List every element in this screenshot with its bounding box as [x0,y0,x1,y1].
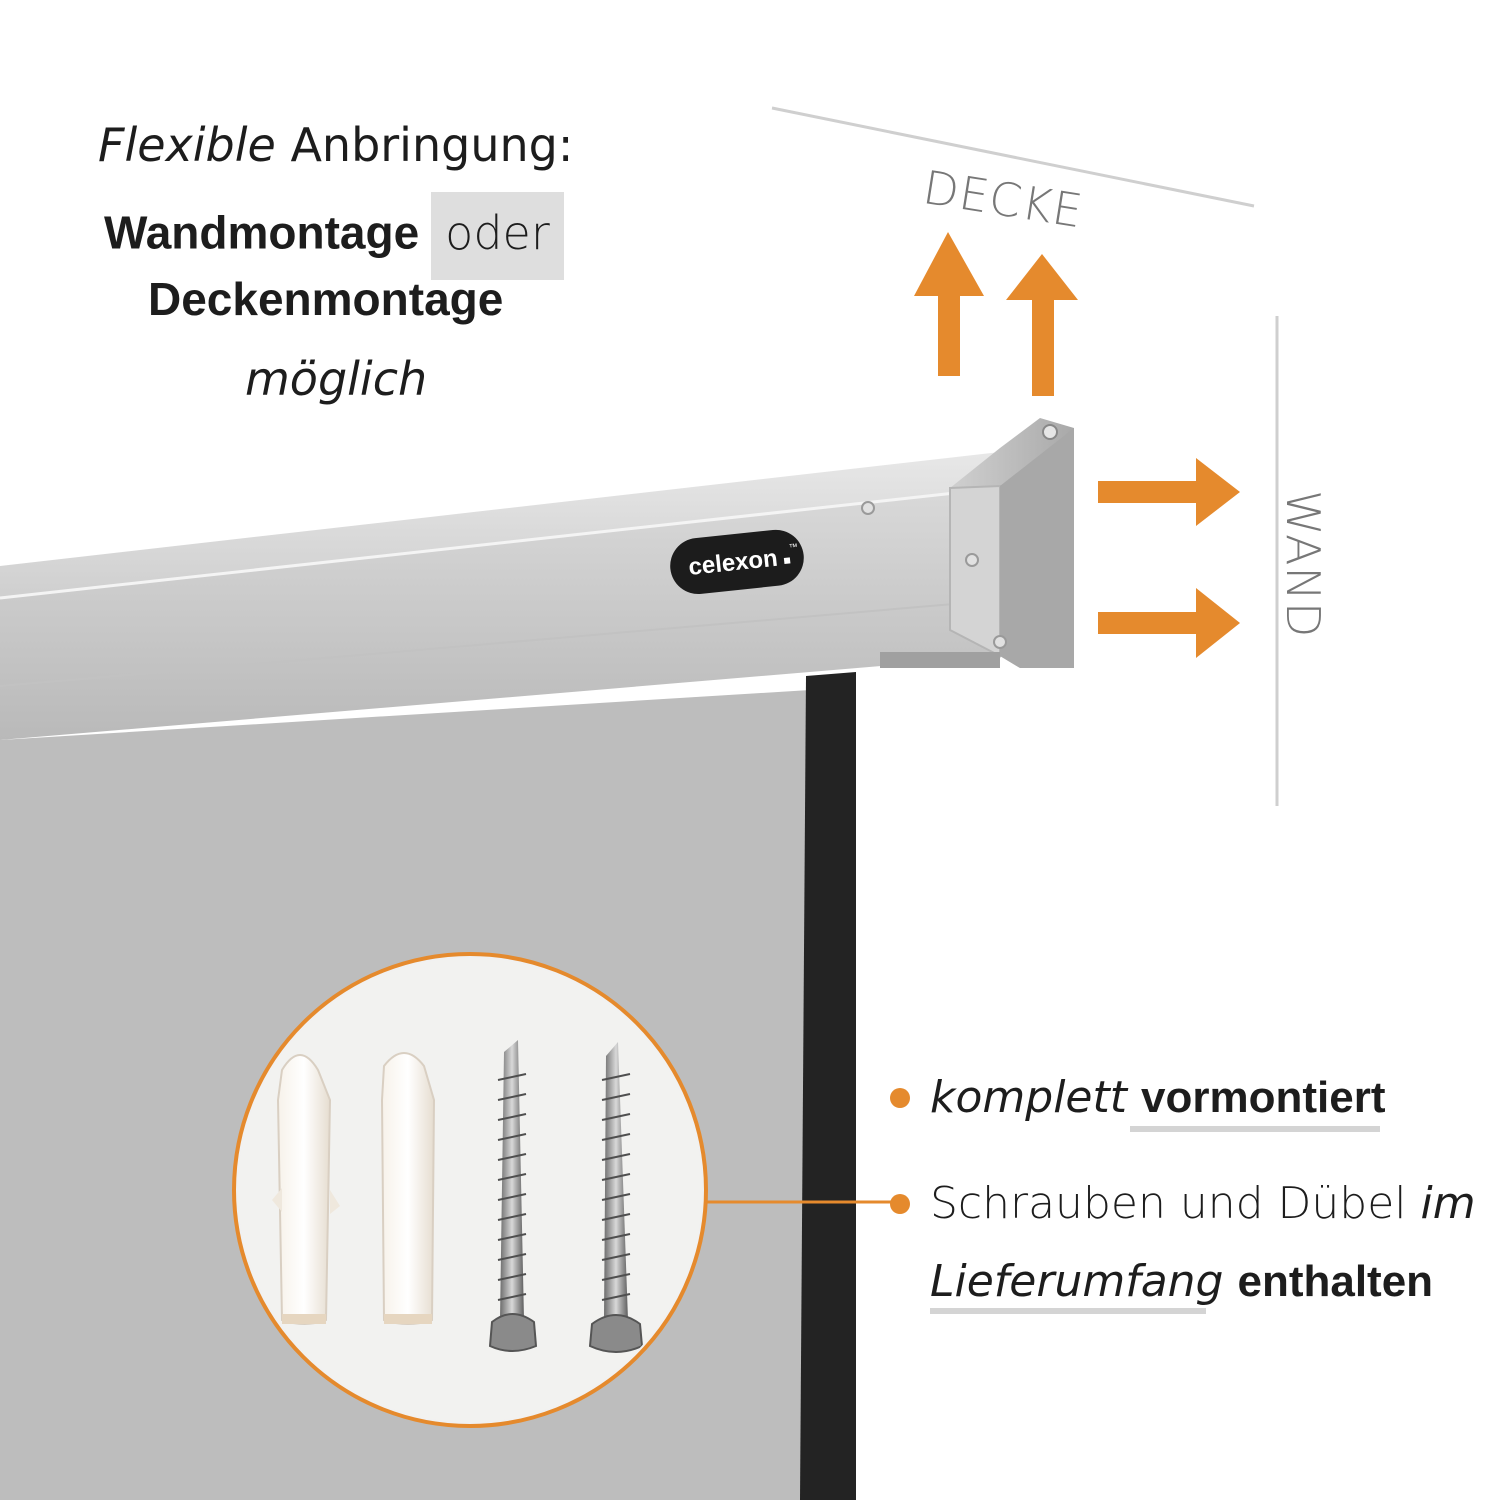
feature-2-italic-b: Lieferumfang [930,1256,1224,1307]
wall-label: WAND [1276,490,1330,639]
arrow-up-icon [914,232,984,376]
bullet-icon [890,1194,910,1214]
feature-screws-line-2: Lieferumfang enthalten [930,1256,1433,1307]
bullet-icon [890,1088,910,1108]
headline-deckenmontage: Deckenmontage [148,273,504,325]
feature-2-regular: Schrauben und Dübel [930,1178,1407,1229]
arrow-right-icon [1098,588,1240,658]
feature-1-bold: vormontiert [1141,1073,1386,1122]
feature-2-underline [930,1308,1206,1314]
feature-2-bold: enthalten [1237,1257,1434,1306]
arrow-up-icon [1006,254,1078,396]
screw-icon [488,1040,538,1352]
screen-black-border [800,672,856,1500]
headline-oder: oder [431,192,564,280]
ceiling-guide-line [771,106,1255,208]
headline-flexible: Flexible [98,118,276,172]
headline-moeglich: möglich [245,352,428,406]
headline-line-1: Flexible Anbringung: [98,118,573,172]
screw-icon [588,1042,644,1353]
feature-screws-line-1: Schrauben und Dübel im [930,1178,1476,1229]
headline-anbringung: Anbringung: [290,118,574,172]
wall-plug-icon [380,1052,436,1325]
wall-plug-icon [272,1054,340,1325]
feature-preassembled: komplett vormontiert [930,1072,1385,1123]
feature-1-underline [1130,1126,1380,1132]
headline-wandmontage: Wandmontage [104,206,420,259]
accessory-inset [232,952,708,1428]
feature-2-italic-a: im [1420,1178,1476,1229]
brand-tm: ™ [788,541,798,552]
housing-top-face [0,450,1040,598]
celexon-logo: celexon ™ [670,529,804,594]
feature-1-italic: komplett [930,1072,1127,1123]
arrow-right-icon [1098,458,1240,526]
